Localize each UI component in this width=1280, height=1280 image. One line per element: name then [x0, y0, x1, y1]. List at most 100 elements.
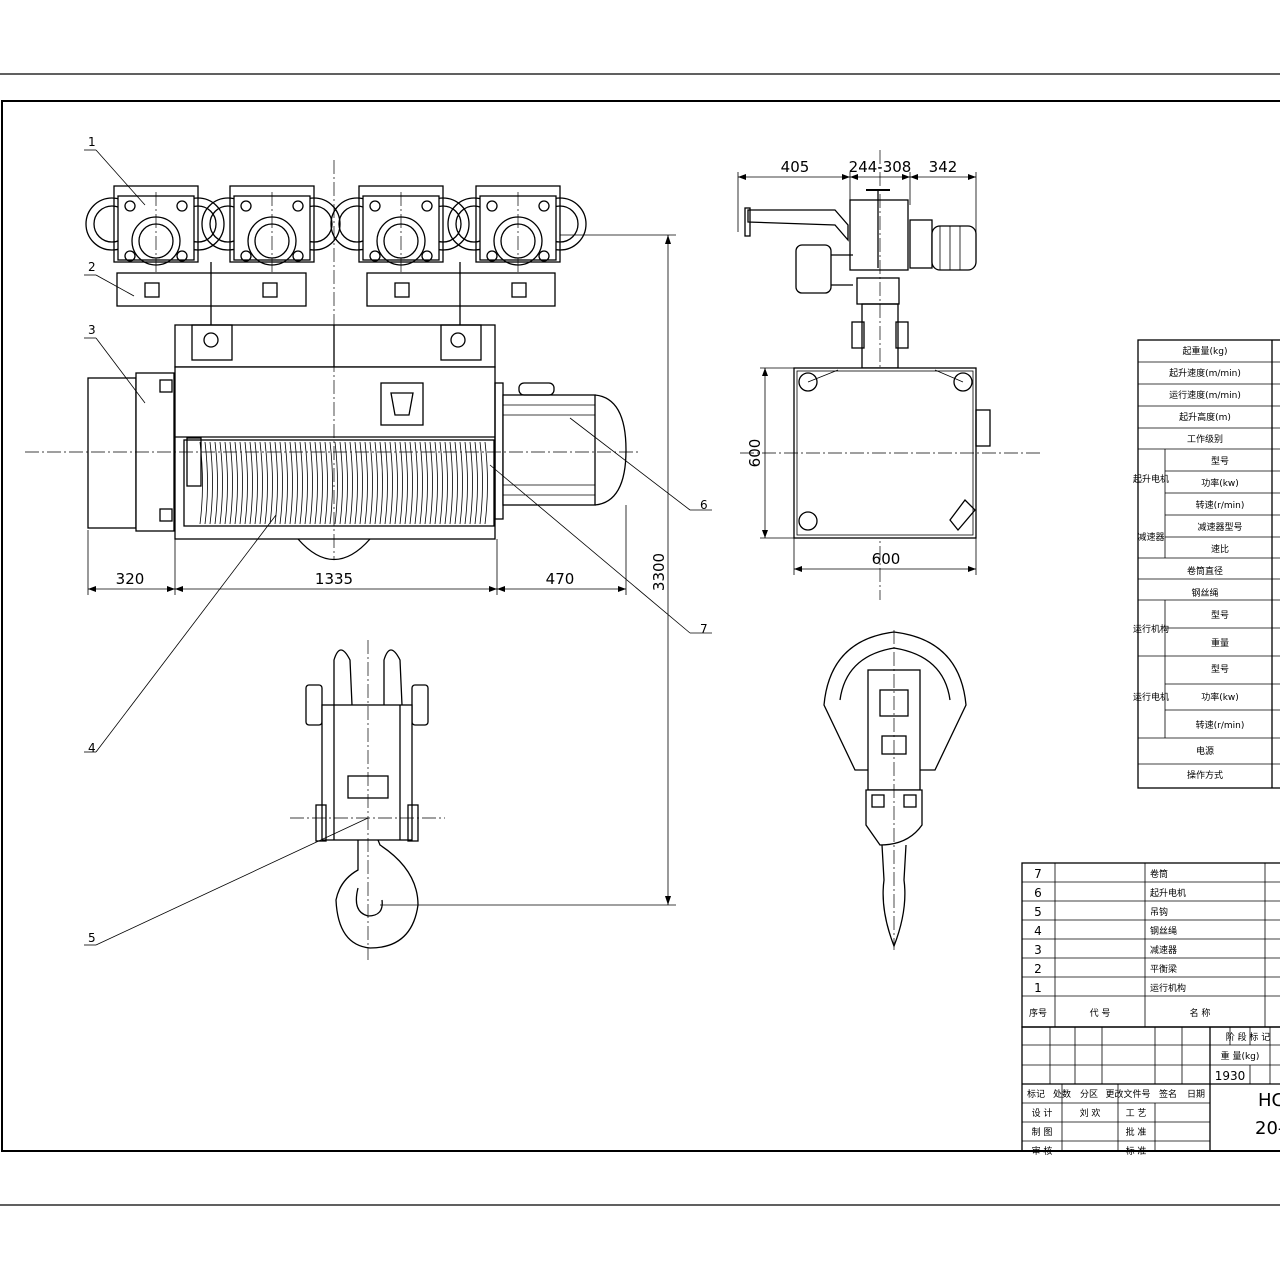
rope-coil	[264, 441, 268, 525]
dim-600-vertical: 600	[746, 439, 764, 468]
tb-label-4: 签名	[1159, 1088, 1177, 1100]
rope-coil	[219, 441, 223, 525]
tb-label-0: 标记	[1027, 1088, 1045, 1100]
spec-row-13: 重量	[1211, 637, 1229, 649]
part-name-2: 平衡梁	[1150, 963, 1177, 975]
rope-coil	[299, 441, 303, 525]
callout-7: 7	[700, 622, 708, 636]
spec-row-12: 型号	[1211, 610, 1229, 621]
callout-6: 6	[700, 498, 708, 512]
tb-label-3: 更改文件号	[1105, 1088, 1150, 1100]
rope-coil	[484, 441, 488, 525]
callout-1: 1	[88, 135, 96, 149]
rope-coil	[364, 441, 368, 525]
rope-coil	[309, 441, 313, 525]
rope-coils	[199, 441, 488, 525]
rope-coil	[229, 441, 233, 525]
part-name-5: 吊钩	[1150, 906, 1168, 918]
spec-row-17: 电源	[1196, 745, 1214, 757]
part-name-7: 卷筒	[1150, 868, 1168, 880]
rope-coil	[474, 441, 478, 525]
parts-header-seq: 序号	[1029, 1007, 1047, 1019]
rope-coil	[389, 441, 393, 525]
spec-row-6: 功率(kw)	[1201, 477, 1239, 489]
rope-coil	[454, 441, 458, 525]
rope-coil	[239, 441, 243, 525]
rope-coil	[224, 441, 228, 525]
hoist-body	[87, 324, 627, 561]
parts-list: 7 6 5 4 3 2 1 卷筒 起升电机 吊钩 钢丝绳 减速器 平衡梁 运行机…	[1021, 862, 1280, 1028]
part-no-2: 2	[1034, 962, 1042, 976]
stage-labels: 阶 段 标 记	[1226, 1031, 1271, 1043]
rope-coil	[359, 441, 363, 525]
parts-header-code: 代 号	[1090, 1008, 1111, 1019]
rope-coil	[379, 441, 383, 525]
rope-coil	[234, 441, 238, 525]
rope-coil	[394, 441, 398, 525]
rope-coil	[294, 441, 298, 525]
spec-row-4: 工作级别	[1187, 433, 1223, 445]
spec-row-10: 卷筒直径	[1187, 565, 1223, 577]
rope-coil	[459, 441, 463, 525]
callout-3: 3	[88, 323, 96, 337]
rope-coil	[414, 441, 418, 525]
side-view: 405 244-308 342 600	[737, 150, 1040, 950]
spec-row-8: 减速器型号	[1197, 521, 1242, 533]
rope-coil	[369, 441, 373, 525]
dim-342: 342	[929, 158, 958, 176]
dim-470: 470	[546, 570, 575, 588]
dim-1335: 1335	[315, 570, 353, 588]
rope-coil	[424, 441, 428, 525]
part-no-6: 6	[1034, 886, 1042, 900]
rope-coil	[279, 441, 283, 525]
rope-coil	[324, 441, 328, 525]
tb-sign-1-a: 制 图	[1032, 1126, 1053, 1138]
tb-sign-0-b: 刘 欢	[1080, 1107, 1101, 1119]
weight-label: 重 量(kg)	[1221, 1050, 1260, 1062]
rope-coil	[284, 441, 288, 525]
spec-row-16: 转速(r/min)	[1196, 719, 1245, 731]
rope-coil	[259, 441, 263, 525]
weight-value: 1930	[1215, 1069, 1246, 1083]
front-view: 320 1335 470 3300	[25, 135, 712, 960]
rope-coil	[209, 441, 213, 525]
part-no-5: 5	[1034, 905, 1042, 919]
spec-row-9: 速比	[1211, 543, 1229, 555]
dim-405: 405	[781, 158, 810, 176]
tb-label-1: 处数	[1053, 1088, 1071, 1100]
drawing-border	[1, 100, 1280, 1152]
rope-coil	[384, 441, 388, 525]
tb-sign-0-a: 设 计	[1032, 1107, 1053, 1119]
tb-label-5: 日期	[1187, 1089, 1205, 1100]
rope-coil	[444, 441, 448, 525]
rope-coil	[349, 441, 353, 525]
spec-table: 起重量(kg) 起升速度(m/min) 运行速度(m/min) 起升高度(m) …	[1133, 339, 1280, 789]
tb-sign-2-c: 标 准	[1126, 1145, 1147, 1157]
rope-coil	[274, 441, 278, 525]
tb-sign-1-c: 批 准	[1126, 1126, 1147, 1138]
spec-row-11: 钢丝绳	[1191, 587, 1218, 599]
rope-coil	[289, 441, 293, 525]
spec-row-18: 操作方式	[1187, 769, 1223, 781]
rope-coil	[314, 441, 318, 525]
spec-group-1: 减速器	[1137, 531, 1164, 543]
trolley-wheels	[85, 185, 587, 276]
rope-coil	[319, 441, 323, 525]
rope-coil	[244, 441, 248, 525]
parts-header-name: 名 称	[1190, 1007, 1211, 1019]
rope-coil	[479, 441, 483, 525]
part-no-1: 1	[1034, 981, 1042, 995]
rope-coil	[339, 441, 343, 525]
spec-row-1: 起升速度(m/min)	[1169, 367, 1241, 379]
rope-coil	[304, 441, 308, 525]
tb-sign-0-c: 工 艺	[1126, 1108, 1147, 1119]
rope-coil	[434, 441, 438, 525]
rope-coil	[449, 441, 453, 525]
hook-block	[290, 640, 445, 960]
title-block: 阶 段 标 记 重 量(kg) 1930 HC 20- 标记 处数 分区 更改文…	[1021, 1026, 1280, 1157]
spec-row-14: 型号	[1211, 664, 1229, 675]
spec-row-2: 运行速度(m/min)	[1169, 389, 1241, 401]
callout-4: 4	[88, 741, 96, 755]
balance-beams	[116, 262, 556, 325]
